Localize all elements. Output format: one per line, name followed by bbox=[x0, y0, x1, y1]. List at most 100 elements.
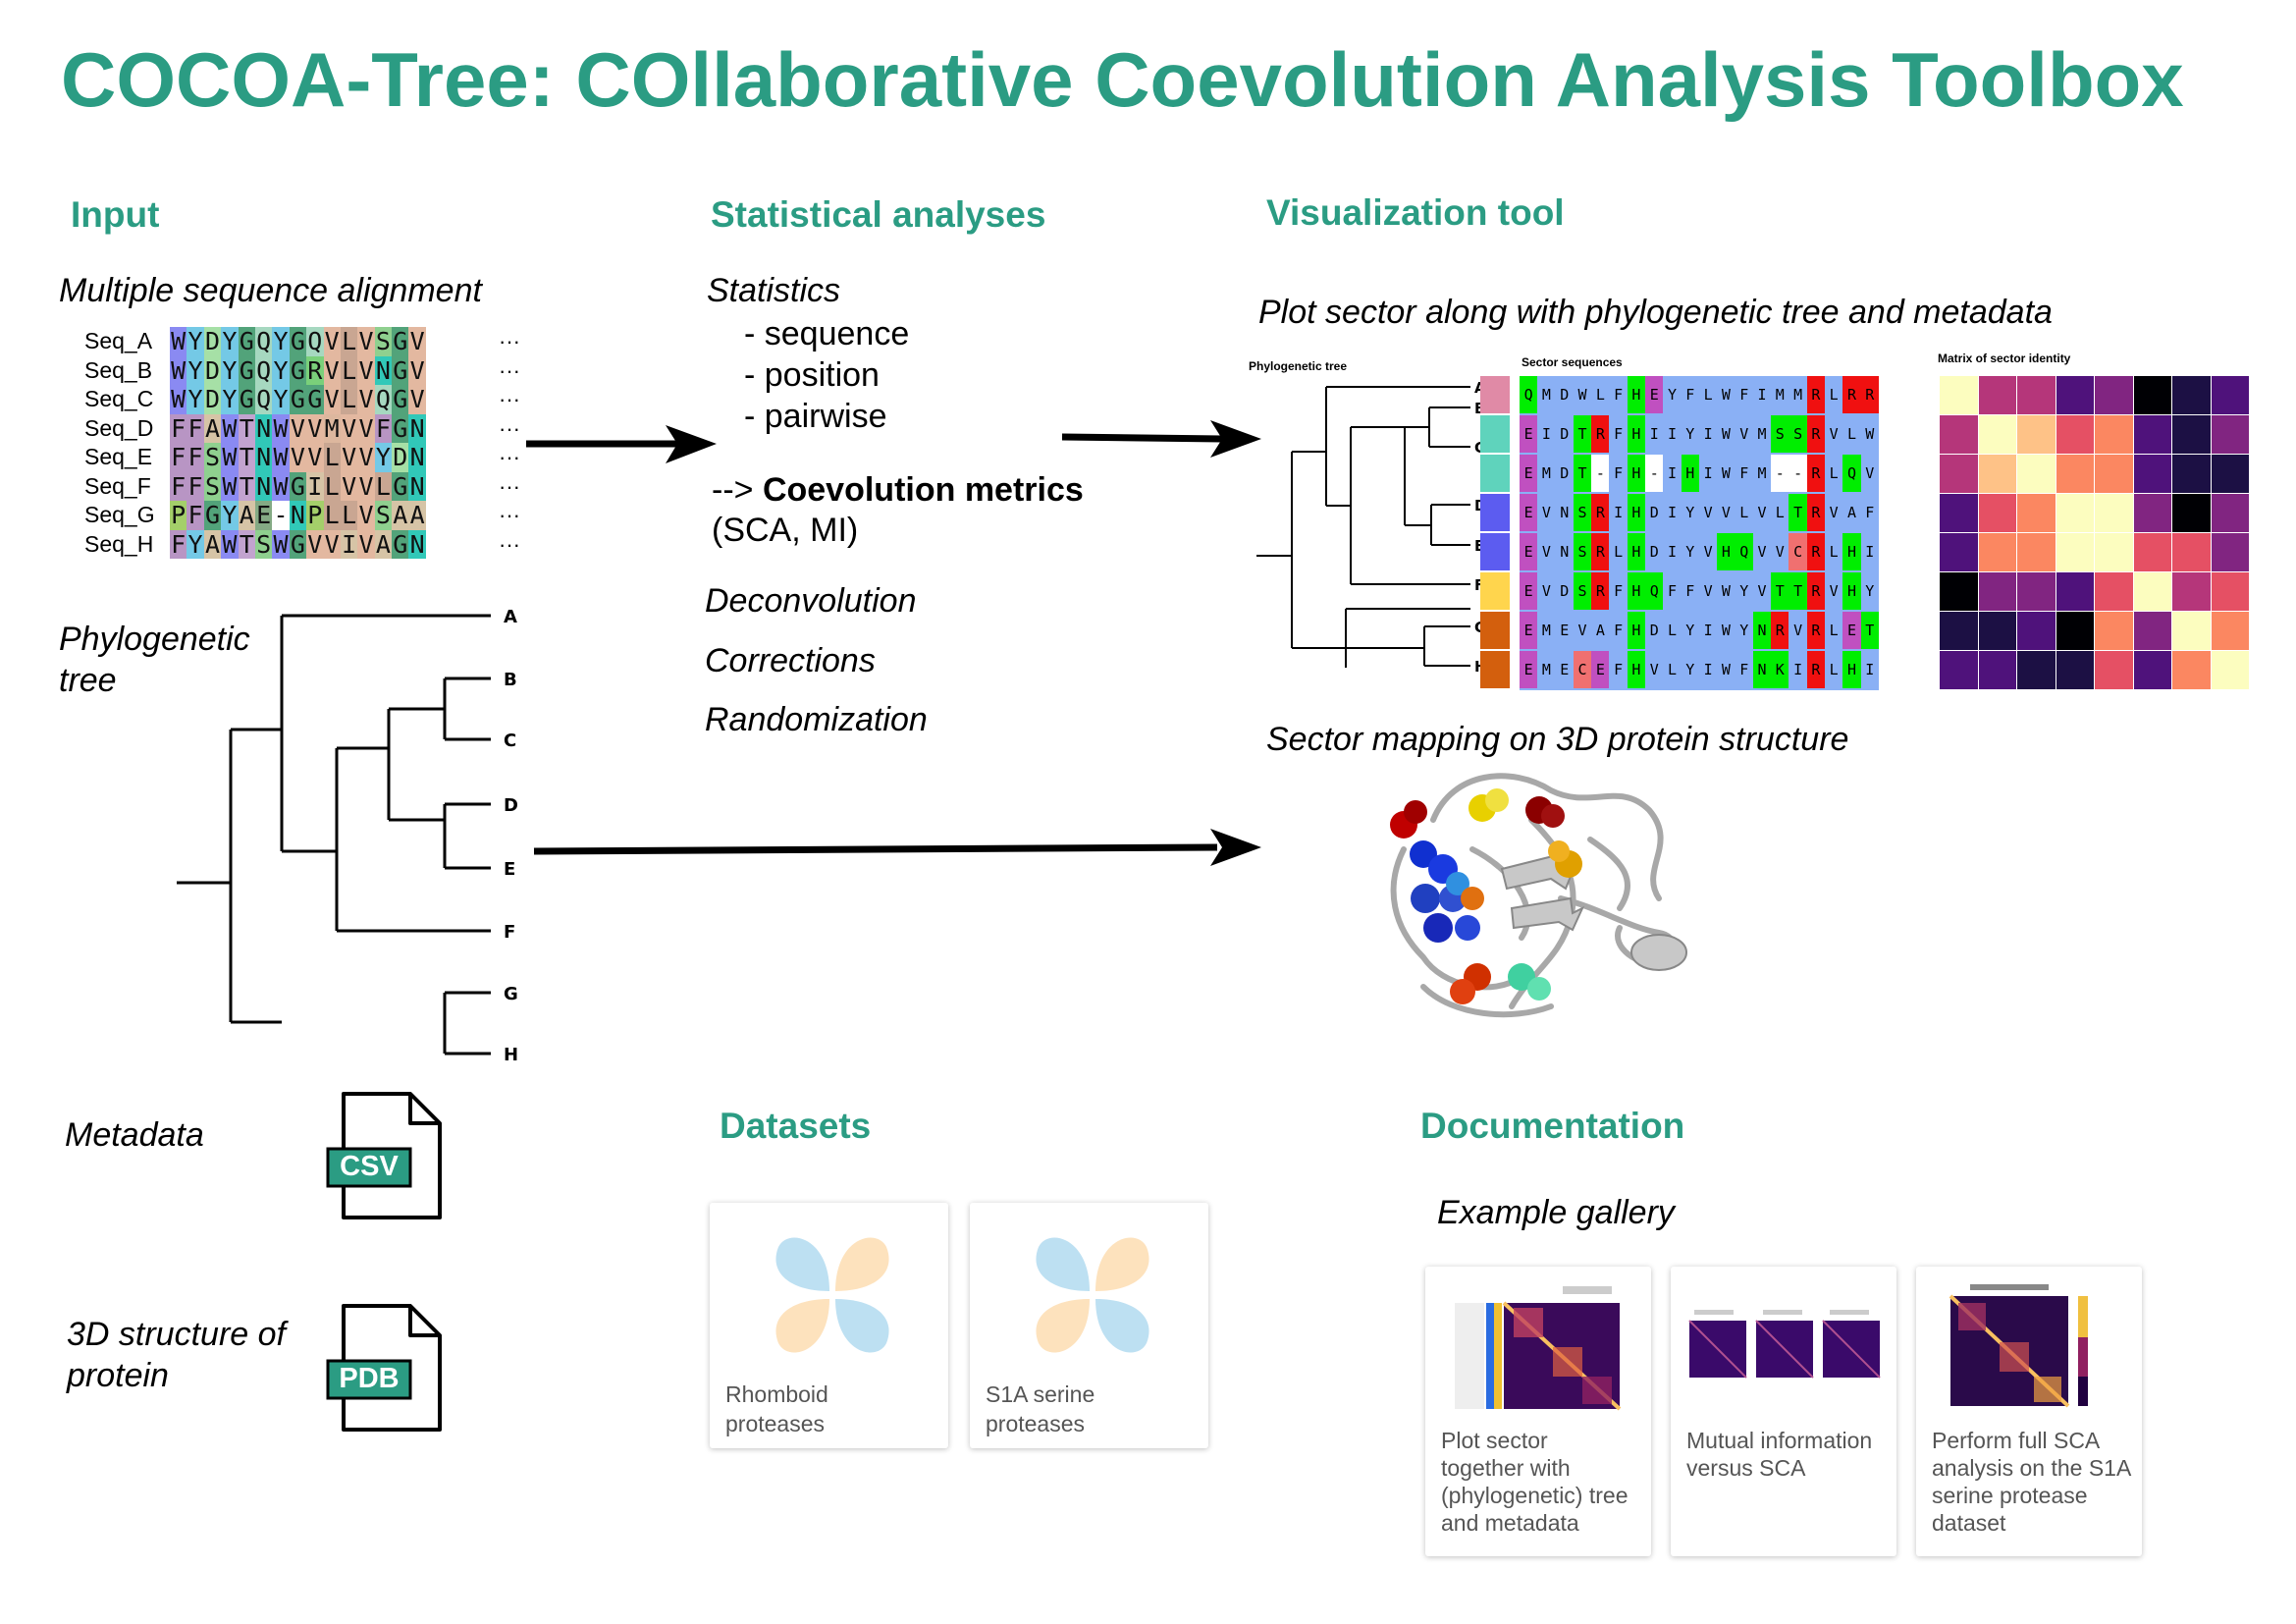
alignment-residue: V bbox=[357, 385, 375, 414]
alignment-residue: N bbox=[408, 529, 426, 559]
sector-residue: - bbox=[1645, 455, 1664, 492]
alignment-residue: Q bbox=[254, 327, 273, 356]
deconvolution-label: Deconvolution bbox=[705, 582, 917, 620]
alignment-residue: W bbox=[272, 443, 290, 472]
alignment-residue: G bbox=[392, 385, 409, 414]
alignment-residue: D bbox=[203, 385, 222, 414]
alignment-residue: V bbox=[408, 385, 426, 414]
sector-residue: F bbox=[1609, 415, 1628, 453]
sector-residue: F bbox=[1735, 376, 1753, 413]
heatmap-cell bbox=[2172, 533, 2211, 571]
sector-residue: L bbox=[1825, 455, 1843, 492]
sector-residue: E bbox=[1520, 572, 1538, 610]
alignment-residue: V bbox=[357, 443, 375, 472]
sector-residue: D bbox=[1555, 376, 1574, 413]
sector-residue: E bbox=[1555, 612, 1574, 649]
heatmap-row bbox=[1940, 376, 2250, 415]
alignment-residue: N bbox=[408, 413, 426, 443]
dataset-card-s1a[interactable]: S1A serine proteases bbox=[970, 1203, 1208, 1448]
tree-leaf-label: C bbox=[504, 731, 516, 751]
sector-residue: D bbox=[1645, 533, 1664, 570]
sector-residue: Y bbox=[1681, 533, 1699, 570]
metadata-color-cell bbox=[1480, 376, 1510, 413]
sector-residue: I bbox=[1663, 533, 1682, 570]
heatmap-cell bbox=[1940, 455, 1978, 493]
alignment-residue: Q bbox=[254, 355, 273, 385]
dataset-caption-line1: S1A serine bbox=[986, 1381, 1095, 1407]
sector-residue: Y bbox=[1663, 376, 1682, 413]
tree-leaf-label: D bbox=[504, 795, 518, 816]
heatmap-cell bbox=[2211, 533, 2249, 571]
sequence-name: Seq_C bbox=[84, 386, 154, 411]
gallery-card-mi-vs-sca[interactable]: Mutual information versus SCA bbox=[1671, 1267, 1896, 1556]
gallery-card-full-sca[interactable]: Perform full SCA analysis on the S1A ser… bbox=[1916, 1267, 2142, 1556]
sector-residue: H bbox=[1627, 376, 1646, 413]
alignment-residue: F bbox=[170, 413, 187, 443]
alignment-residue: L bbox=[323, 501, 341, 530]
alignment-residue: W bbox=[221, 529, 239, 559]
gallery-card-plot-sector[interactable]: Plot sector together with (phylogenetic)… bbox=[1425, 1267, 1651, 1556]
sequence-name: Seq_A bbox=[84, 328, 153, 353]
sector-residue: S bbox=[1771, 415, 1789, 453]
sector-residue: F bbox=[1735, 455, 1753, 492]
alignment-residue: Y bbox=[221, 385, 239, 414]
viz-sector-label: Sector sequences bbox=[1522, 355, 1623, 369]
alignment-residue: G bbox=[392, 471, 409, 501]
alignment-residue: Y bbox=[374, 443, 393, 472]
sector-residue: L bbox=[1771, 494, 1789, 531]
heatmap-cell bbox=[2172, 572, 2211, 611]
alignment-residue: S bbox=[374, 501, 393, 530]
gallery-caption-line3: serine protease bbox=[1932, 1483, 2088, 1508]
heatmap-cell bbox=[2017, 455, 2056, 493]
alignment-residue: Y bbox=[272, 355, 290, 385]
sector-residue: V bbox=[1752, 494, 1772, 531]
heatmap-cell bbox=[2211, 651, 2249, 689]
heatmap-cell bbox=[2095, 415, 2133, 454]
heatmap-cell bbox=[1978, 455, 2016, 493]
alignment-residue: T bbox=[238, 443, 255, 472]
dataset-card-rhomboid[interactable]: Rhomboid proteases bbox=[710, 1203, 948, 1448]
sector-residue: H bbox=[1717, 533, 1735, 570]
alignment-residue: T bbox=[238, 471, 255, 501]
gallery-thumbnail-identity-matrix bbox=[1949, 1284, 2088, 1408]
gallery-caption-line4: and metadata bbox=[1441, 1510, 1579, 1536]
gallery-caption-line2: analysis on the S1A bbox=[1932, 1455, 2132, 1481]
sector-residue: F bbox=[1609, 455, 1628, 492]
sector-residue: D bbox=[1645, 612, 1664, 649]
sector-residue: - bbox=[1591, 455, 1610, 492]
ellipsis: ··· bbox=[499, 357, 520, 383]
heatmap-cell bbox=[2056, 376, 2094, 414]
sector-residue: L bbox=[1609, 533, 1628, 570]
dataset-caption-line1: Rhomboid bbox=[725, 1381, 828, 1407]
alignment-residue: L bbox=[340, 355, 358, 385]
sector-residue: F bbox=[1735, 651, 1753, 688]
alignment-residue: W bbox=[221, 413, 239, 443]
alignment-residue: V bbox=[357, 355, 375, 385]
heatmap-cell bbox=[1978, 572, 2016, 611]
sector-residue: M bbox=[1537, 455, 1556, 492]
sector-residue: H bbox=[1842, 533, 1861, 570]
sequence-name: Seq_H bbox=[84, 530, 154, 557]
alignment-residue: Y bbox=[187, 327, 204, 356]
heatmap-cell bbox=[2095, 612, 2133, 650]
pdb-label: PDB bbox=[339, 1363, 400, 1394]
heatmap-cell bbox=[2172, 612, 2211, 650]
heatmap-cell bbox=[2095, 572, 2133, 611]
alignment-residue: A bbox=[408, 501, 426, 530]
heatmap-cell bbox=[2017, 651, 2056, 689]
alignment-residue: V bbox=[289, 413, 307, 443]
alignment-residue: G bbox=[392, 355, 409, 385]
alignment-residue: Y bbox=[187, 529, 204, 559]
sector-residue: V bbox=[1825, 572, 1843, 610]
csv-label: CSV bbox=[340, 1151, 399, 1182]
sector-residue: V bbox=[1717, 494, 1735, 531]
heatmap-cell bbox=[2056, 572, 2094, 611]
stat-item-sequence: - sequence bbox=[744, 315, 910, 352]
input-heading: Input bbox=[71, 194, 160, 235]
gallery-caption-line2: versus SCA bbox=[1686, 1455, 1806, 1481]
heatmap-cell bbox=[1940, 494, 1978, 532]
metadata-color-cell bbox=[1480, 494, 1510, 531]
